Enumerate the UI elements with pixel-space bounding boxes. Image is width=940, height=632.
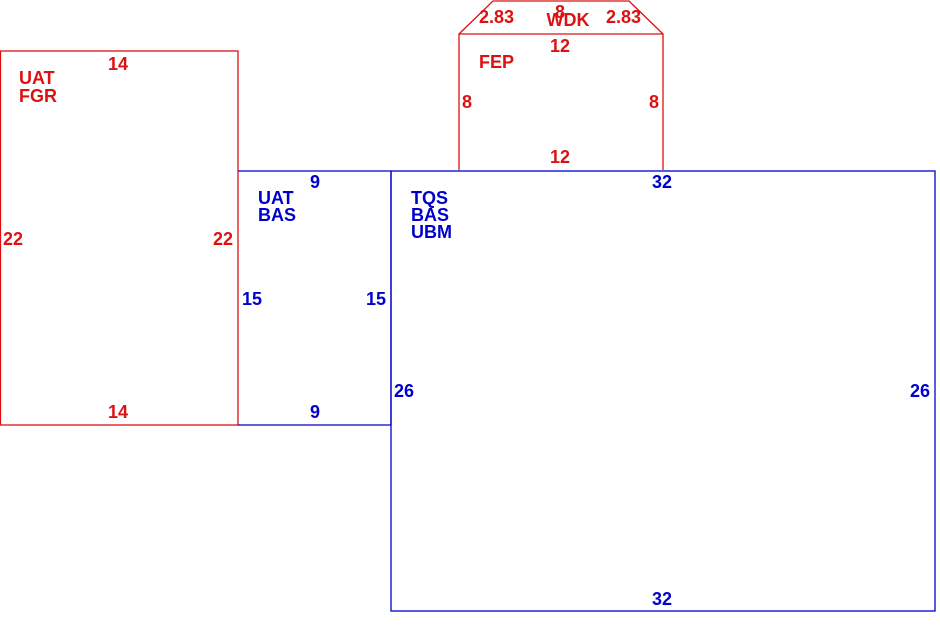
room-uat-fgr-outline bbox=[0, 50, 239, 426]
room-uat-bas-dim-top: 9 bbox=[310, 172, 320, 192]
room-wdk-dim-top: 8 bbox=[555, 2, 565, 22]
room-wdk-dim-right-diag: 2.83 bbox=[606, 7, 641, 27]
room-uat-bas-dim-bottom: 9 bbox=[310, 402, 320, 422]
room-tqs-bas-ubm-label-1: TQS bbox=[411, 188, 448, 208]
room-wdk: WDK 8 2.83 2.83 bbox=[458, 0, 664, 35]
room-fep-outline bbox=[458, 33, 664, 170]
room-tqs-bas-ubm-dim-top: 32 bbox=[652, 172, 672, 192]
room-fep: FEP 12 12 8 8 bbox=[458, 33, 664, 170]
room-uat-fgr-dim-right: 22 bbox=[213, 229, 233, 249]
room-wdk-outline bbox=[458, 0, 664, 35]
room-uat-fgr-dim-top: 14 bbox=[108, 54, 128, 74]
room-fep-dim-bottom: 12 bbox=[550, 147, 570, 167]
room-uat-bas: UAT BAS 9 9 15 15 bbox=[238, 170, 392, 426]
room-fep-dim-right: 8 bbox=[649, 92, 659, 112]
room-uat-bas-label-1: UAT bbox=[258, 188, 294, 208]
room-uat-fgr-dim-left: 22 bbox=[3, 229, 23, 249]
room-tqs-bas-ubm-outline bbox=[390, 170, 936, 612]
room-uat-bas-label-2: BAS bbox=[258, 205, 296, 225]
room-tqs-bas-ubm-label-2: BAS bbox=[411, 205, 449, 225]
room-fep-dim-top: 12 bbox=[550, 36, 570, 56]
room-tqs-bas-ubm: TQS BAS UBM 32 32 26 26 bbox=[390, 170, 936, 612]
room-uat-fgr-label-2: FGR bbox=[19, 86, 57, 106]
room-tqs-bas-ubm-dim-left: 26 bbox=[394, 381, 414, 401]
room-uat-fgr-label-1: UAT bbox=[19, 68, 55, 88]
room-wdk-dim-left-diag: 2.83 bbox=[479, 7, 514, 27]
room-uat-bas-dim-left: 15 bbox=[242, 289, 262, 309]
room-fep-label-1: FEP bbox=[479, 52, 514, 72]
room-tqs-bas-ubm-dim-right: 26 bbox=[910, 381, 930, 401]
room-uat-fgr: UAT FGR 14 14 22 22 bbox=[0, 50, 239, 426]
room-uat-fgr-dim-bottom: 14 bbox=[108, 402, 128, 422]
room-uat-bas-dim-right: 15 bbox=[366, 289, 386, 309]
room-fep-dim-left: 8 bbox=[462, 92, 472, 112]
room-tqs-bas-ubm-dim-bottom: 32 bbox=[652, 589, 672, 609]
room-tqs-bas-ubm-label-3: UBM bbox=[411, 222, 452, 242]
room-wdk-label-1: WDK bbox=[547, 10, 590, 30]
